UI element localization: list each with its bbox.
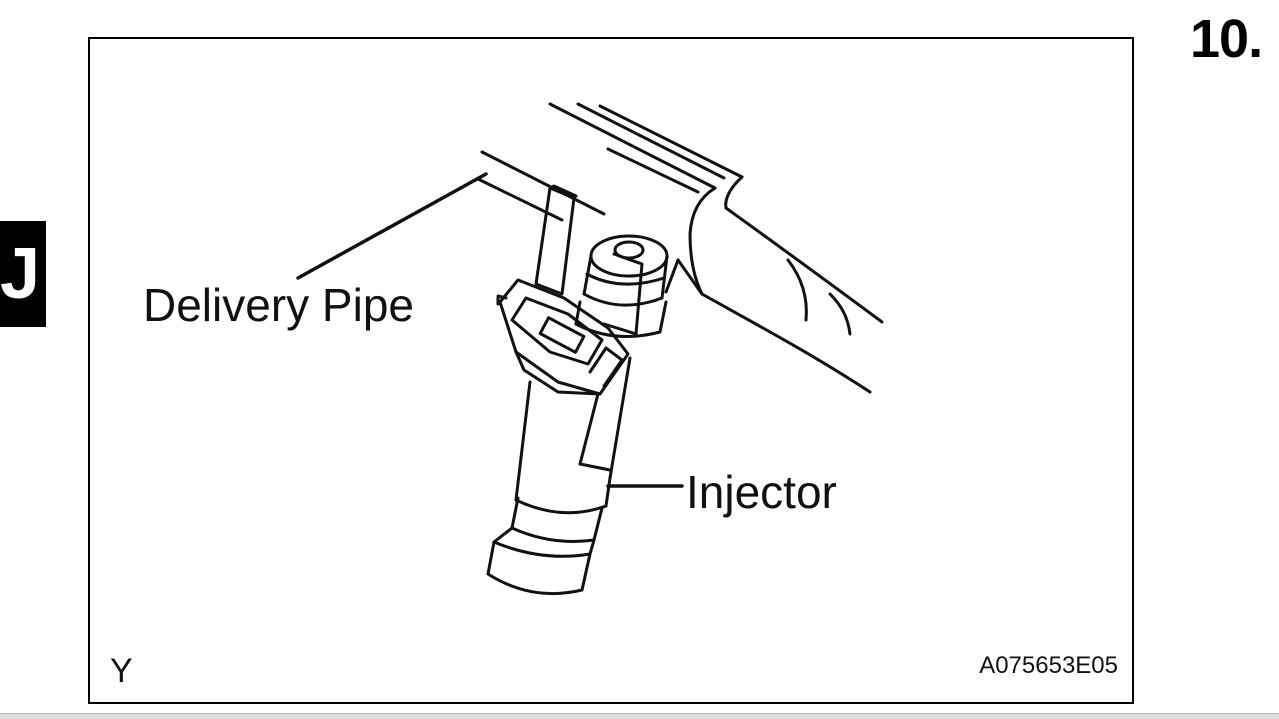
figure-id: A075653E05 [979,652,1118,679]
delivery-pipe-leader [296,172,488,280]
injector-connector-drawing [496,278,630,396]
section-tab: J [0,221,46,327]
section-tab-letter: J [0,234,41,314]
bottom-divider [0,713,1279,719]
leader-lines [296,172,684,488]
injector-label: Injector [686,466,837,518]
figure-frame: Delivery Pipe Injector Y A075653E05 [88,37,1134,704]
figure-corner-code: Y [110,652,133,690]
delivery-pipe-drawing [476,102,884,394]
injector-top-cup-drawing [574,234,669,338]
delivery-pipe-label: Delivery Pipe [143,279,414,331]
step-number: 10. [1190,9,1263,69]
injector-body-drawing [486,356,632,596]
injector-illustration [296,102,884,596]
